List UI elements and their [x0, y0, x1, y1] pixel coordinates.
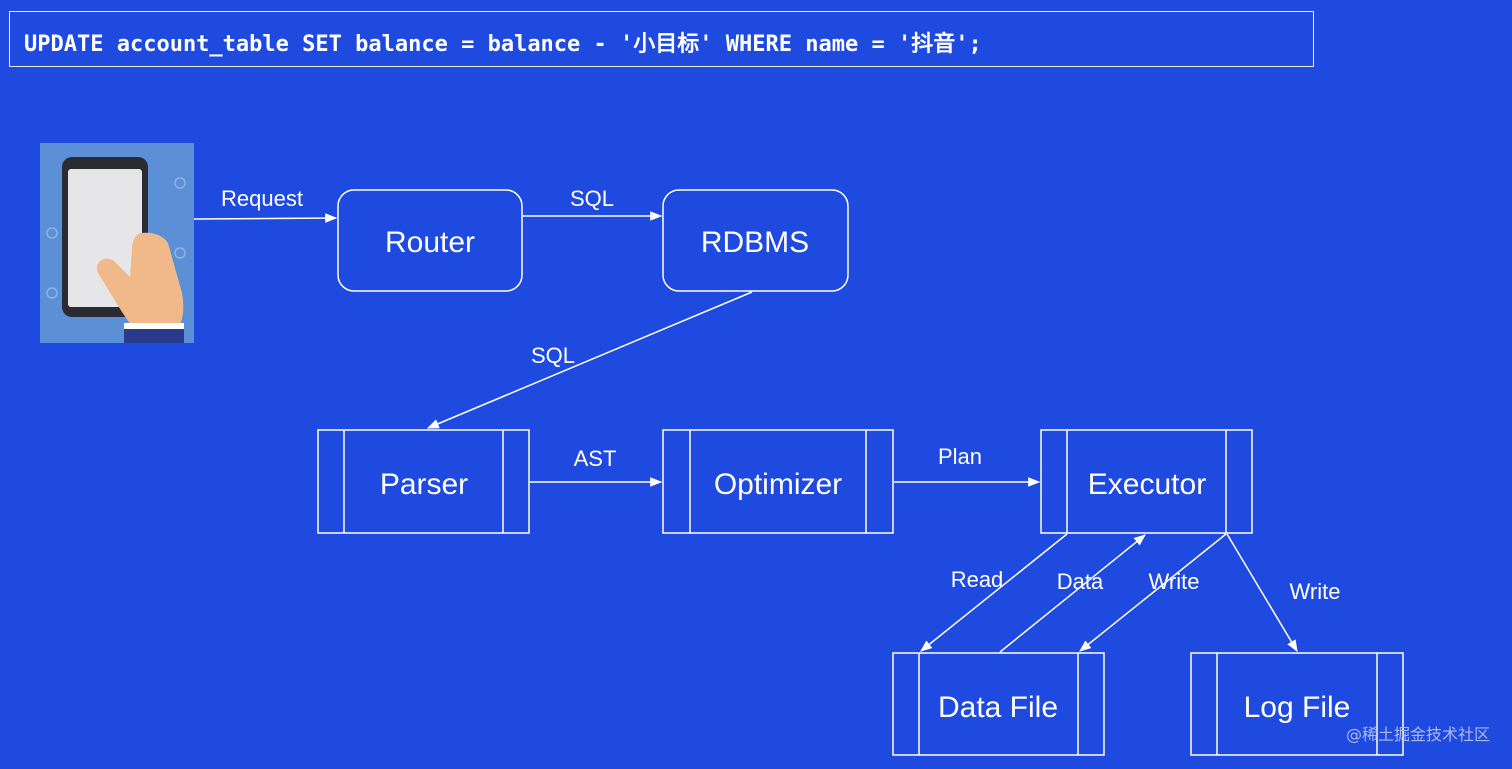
executor-label: Executor: [1088, 468, 1206, 501]
executor-node: Executor: [1040, 429, 1253, 534]
write-log-label: Write: [1290, 579, 1341, 604]
sql-label-1: SQL: [570, 186, 614, 211]
data-label: Data: [1057, 569, 1104, 594]
optimizer-label: Optimizer: [714, 468, 842, 501]
read-label: Read: [951, 567, 1004, 592]
watermark: @稀土掘金技术社区: [1345, 725, 1490, 744]
data-arrow: [999, 534, 1146, 653]
write-data-label: Write: [1149, 569, 1200, 594]
parser-node: Parser: [317, 429, 530, 534]
sql-statement-box: UPDATE account_table SET balance = balan…: [9, 11, 1314, 67]
log-file-label: Log File: [1244, 691, 1351, 724]
router-label: Router: [385, 226, 475, 259]
request-label: Request: [221, 186, 303, 211]
write-data-arrow: [1079, 533, 1227, 652]
parser-label: Parser: [380, 468, 468, 501]
sql-arrow-rdbms-parser: [426, 291, 753, 429]
data-file-node: Data File: [892, 652, 1105, 756]
rdbms-node: RDBMS: [662, 189, 849, 292]
plan-label: Plan: [938, 444, 982, 469]
sql-statement: UPDATE account_table SET balance = balan…: [24, 32, 982, 57]
data-file-label: Data File: [938, 691, 1058, 724]
read-arrow: [920, 533, 1068, 652]
router-node: Router: [337, 189, 523, 292]
sql-label-2: SQL: [531, 343, 575, 368]
ast-label: AST: [574, 446, 617, 471]
optimizer-node: Optimizer: [662, 429, 894, 534]
write-log-arrow: [1226, 533, 1298, 653]
rdbms-label: RDBMS: [701, 226, 809, 259]
log-file-node: Log File: [1190, 652, 1404, 756]
request-arrow: [193, 213, 338, 223]
phone-hand-icon: [40, 143, 194, 343]
